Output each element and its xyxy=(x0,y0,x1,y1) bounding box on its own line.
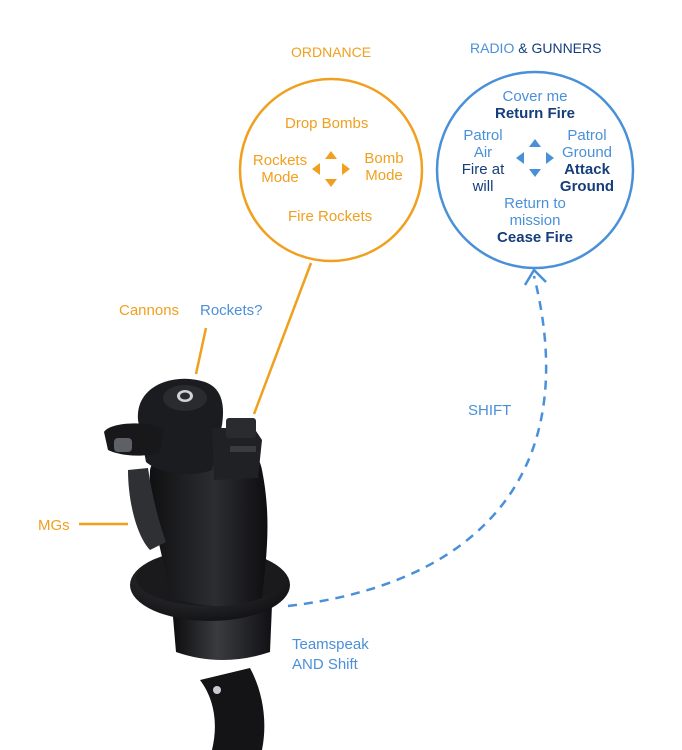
teamspeak-line-1: Teamspeak xyxy=(292,636,369,653)
radio-down-line-1: Return to xyxy=(504,195,566,212)
cannons-leader-line xyxy=(194,327,208,375)
radio-right-shift-line-1: Attack xyxy=(564,161,610,178)
ordnance-right-line-1: Bomb xyxy=(364,150,404,167)
ordnance-leader-line xyxy=(252,262,313,415)
ordnance-down-label: Fire Rockets xyxy=(288,208,373,225)
teamspeak-line-2: AND Shift xyxy=(292,656,358,673)
ordnance-left-label: Rockets Mode xyxy=(250,152,310,186)
radio-right-label: Patrol Ground Attack Ground xyxy=(554,127,620,195)
radio-right-line-1: Patrol xyxy=(567,127,607,144)
radio-up-text: Cover me xyxy=(502,88,568,105)
radio-down-shift-text: Cease Fire xyxy=(497,229,573,246)
radio-right-line-2: Ground xyxy=(561,144,613,161)
ordnance-right-line-2: Mode xyxy=(365,167,403,184)
mgs-label: MGs xyxy=(38,517,70,534)
radio-title-a: RADIO xyxy=(470,40,515,56)
radio-left-line-2: Air xyxy=(473,144,493,161)
cannons-label: Cannons xyxy=(119,302,180,319)
radio-dpad-icon xyxy=(516,139,554,177)
radio-down-label: Return to mission Cease Fire xyxy=(475,195,595,246)
shift-label: SHIFT xyxy=(468,402,512,419)
ordnance-title: ORDNANCE xyxy=(291,44,372,60)
radio-right-shift-line-2: Ground xyxy=(559,178,615,195)
joystick-image xyxy=(104,378,290,750)
radio-left-line-1: Patrol xyxy=(463,127,503,144)
radio-circle xyxy=(435,70,635,270)
radio-down-line-2: mission xyxy=(509,212,561,229)
ordnance-dpad-icon xyxy=(312,151,350,187)
shift-dashed-arrow xyxy=(287,275,548,608)
radio-left-label: Patrol Air Fire at will xyxy=(450,127,516,195)
radio-left-shift-line-1: Fire at xyxy=(461,161,505,178)
ordnance-right-label: Bomb Mode xyxy=(356,150,412,184)
radio-up-shift-text: Return Fire xyxy=(494,105,575,122)
radio-title-b: & GUNNERS xyxy=(518,40,602,56)
rockets-question-label: Rockets? xyxy=(200,302,263,319)
ordnance-left-line-1: Rockets xyxy=(252,152,308,169)
radio-up-label: Cover me Return Fire xyxy=(475,88,595,122)
ordnance-up-label: Drop Bombs xyxy=(285,115,369,132)
shift-arrowhead xyxy=(523,267,547,286)
teamspeak-label: Teamspeak AND Shift xyxy=(292,635,369,675)
ordnance-circle xyxy=(238,77,424,263)
radio-left-shift-line-2: will xyxy=(472,178,494,195)
ordnance-left-line-2: Mode xyxy=(261,169,299,186)
radio-title: RADIO & GUNNERS xyxy=(470,40,601,57)
